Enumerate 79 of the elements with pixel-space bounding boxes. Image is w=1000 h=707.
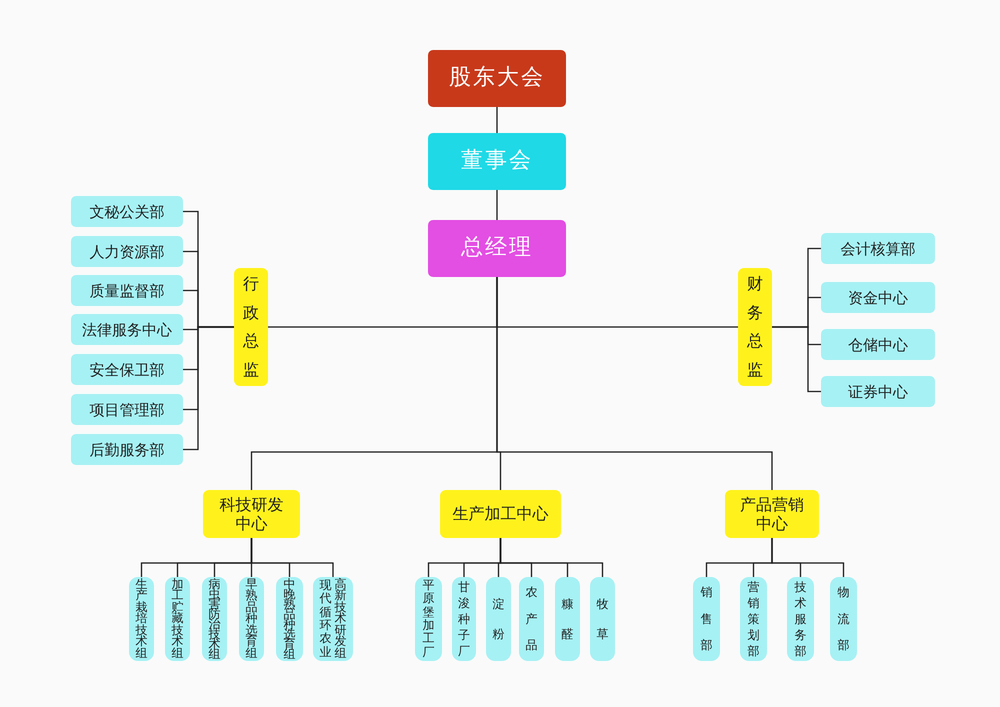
org-box: [452, 577, 476, 661]
org-box: [821, 233, 935, 264]
org-box: [428, 220, 566, 277]
org-box: [239, 577, 264, 661]
org-box: [129, 577, 154, 661]
org-box: [821, 329, 935, 360]
unit-name: 加工贮藏技术组: [172, 579, 184, 659]
org-box: [313, 577, 353, 661]
unit-name: 平原堡加工厂: [422, 579, 434, 659]
org-box: [787, 577, 814, 661]
unit-name: 财务总监: [747, 273, 763, 380]
unit-name: 农产品: [526, 584, 538, 654]
unit-name: 法律服务中心: [82, 320, 172, 338]
org-box: [71, 394, 183, 425]
unit-name: 糠醛: [562, 596, 574, 643]
org-box: [725, 490, 819, 538]
org-box: [486, 577, 511, 661]
unit-name: 股东大会: [449, 65, 545, 92]
org-box: [234, 268, 268, 386]
org-box: [71, 275, 183, 306]
unit-name: 牧草: [596, 596, 608, 643]
org-box: [693, 577, 720, 661]
unit-name: 资金中心: [848, 288, 908, 306]
org-box: [415, 577, 442, 661]
connector-line: [496, 107, 498, 133]
unit-name: 早熟品种选育组: [246, 579, 258, 659]
unit-name: 物流部: [838, 584, 850, 654]
connector-line: [250, 538, 334, 577]
unit-name: 文秘公关部: [90, 202, 164, 220]
unit-name: 生产加工中心: [452, 504, 548, 524]
unit-name: 总经理: [461, 235, 533, 262]
org-box: [519, 577, 544, 661]
unit-name: 中晚熟品种选育组: [284, 579, 296, 659]
org-box: [821, 282, 935, 313]
unit-name: 行政总监: [243, 273, 259, 380]
org-box: [71, 236, 183, 267]
org-box: [203, 490, 300, 538]
unit-name: 安全保卫部: [90, 360, 164, 378]
unit-name: 科技研发中心: [218, 494, 284, 534]
connector-line: [496, 190, 498, 220]
connector-line: [772, 326, 821, 392]
unit-name: 淀粉: [492, 596, 504, 643]
unit-name: 病虫害防治技术组: [208, 579, 220, 659]
unit-name: 仓储中心: [848, 336, 908, 354]
connector-line: [771, 538, 844, 577]
org-box: [71, 314, 183, 345]
unit-name: 销售部: [700, 584, 712, 654]
org-box: [821, 376, 935, 407]
unit-name: 产品营销中心: [739, 494, 805, 534]
org-box: [738, 268, 772, 386]
unit-name: 甘浚种子厂: [458, 579, 470, 659]
connector-line: [183, 326, 234, 450]
unit-name: 董事会: [461, 148, 533, 175]
org-box: [740, 577, 767, 661]
org-box: [428, 50, 566, 107]
unit-name: 营销策划部: [748, 579, 760, 659]
org-box: [71, 354, 183, 385]
org-box: [276, 577, 303, 661]
unit-name: 生产栽培技术组: [136, 579, 148, 659]
connector-line: [496, 277, 773, 490]
org-box: [202, 577, 227, 661]
org-box: [71, 434, 183, 465]
unit-name: 现代循环农业: [320, 579, 332, 659]
unit-name: 技术服务部: [794, 579, 806, 659]
org-box: [830, 577, 857, 661]
org-box: [165, 577, 190, 661]
org-box: [71, 196, 183, 227]
unit-name: 后勤服务部: [90, 440, 164, 458]
org-box: [555, 577, 580, 661]
unit-name: 项目管理部: [90, 400, 164, 418]
unit-name: 高新技术研发组: [334, 579, 346, 659]
unit-name: 质量监督部: [90, 282, 164, 300]
unit-name: 证券中心: [848, 382, 908, 400]
org-box: [590, 577, 615, 661]
unit-name: 人力资源部: [90, 242, 164, 260]
org-box: [440, 490, 561, 538]
org-box: [428, 133, 566, 190]
connector-line: [500, 538, 604, 577]
unit-name: 会计核算部: [840, 240, 916, 258]
